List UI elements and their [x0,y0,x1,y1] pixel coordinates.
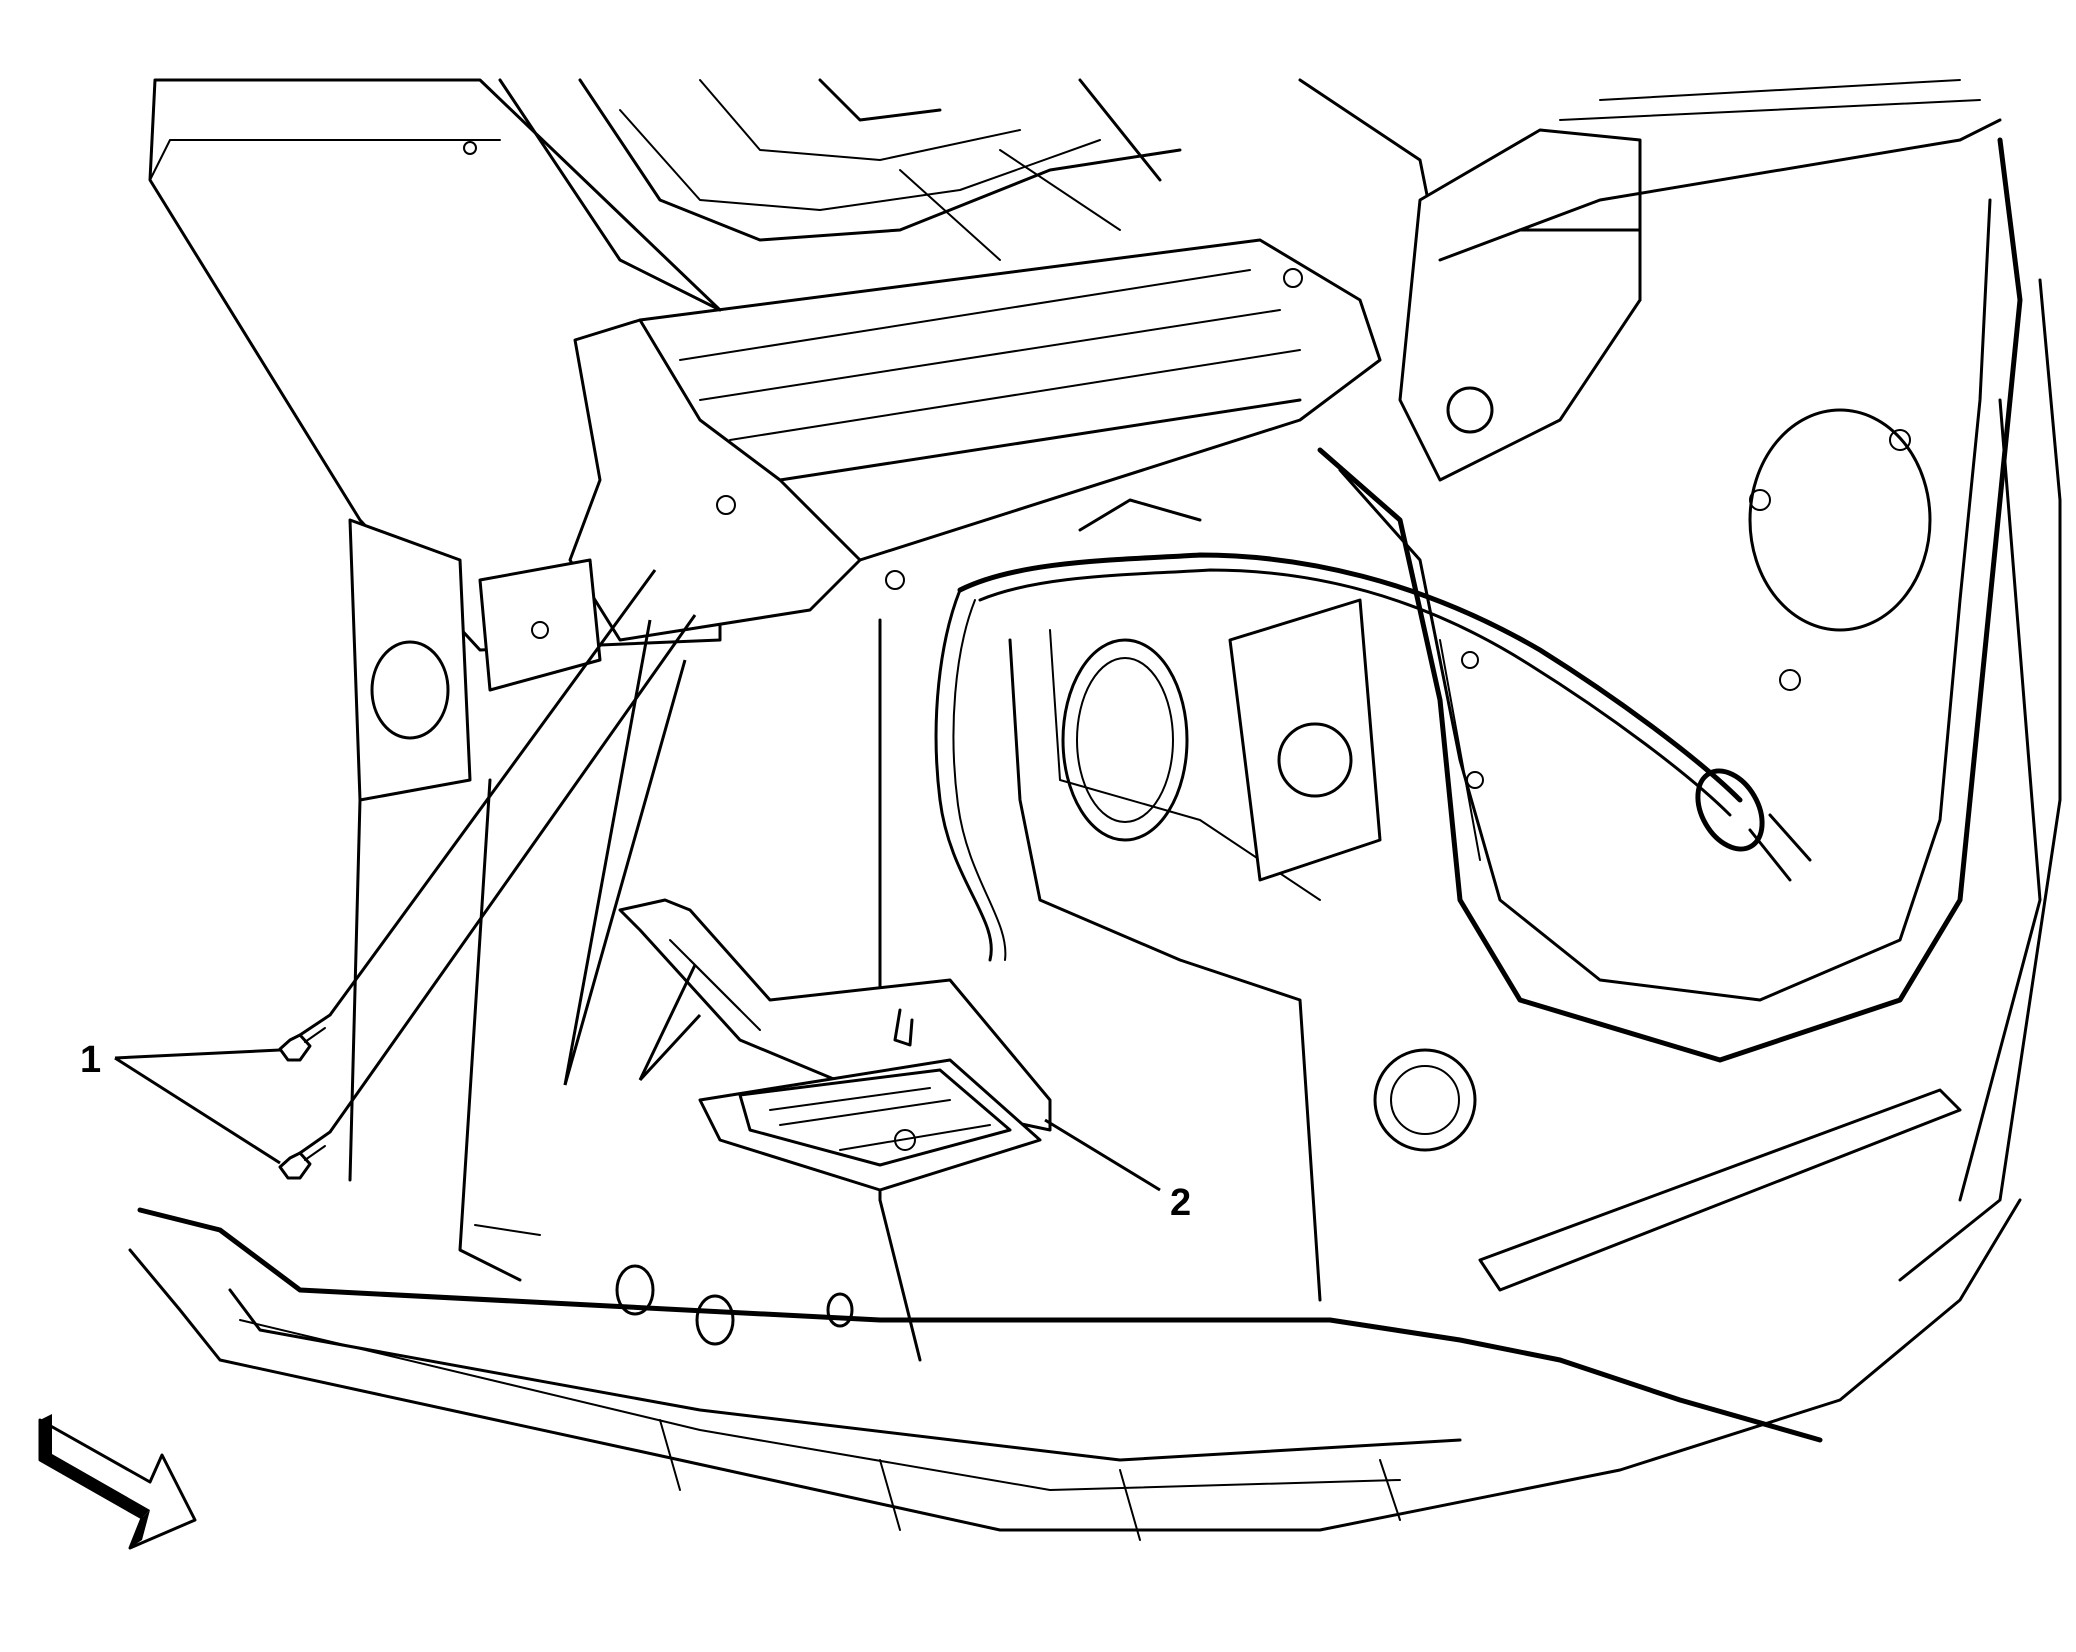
module-assembly [618,898,1052,1192]
wiring-harness [934,498,1812,962]
callout-2-label: 2 [1170,1182,1191,1224]
fastener-callout-1: 1 [80,569,702,1180]
right-pillar-bracket [1398,79,2002,482]
direction-arrow-icon [38,1414,197,1550]
floor-pan [878,598,1962,1302]
lower-sill [128,1198,2022,1541]
fastener-upper [278,1013,332,1062]
module-callout-2: 2 [1044,1118,1191,1224]
left-inner-panel [348,518,602,1282]
cross-member-bracket [568,238,1382,642]
right-wheelhouse-panel [1317,137,2062,1282]
fastener-lower [278,1130,332,1180]
callout-1-label: 1 [80,1039,101,1081]
